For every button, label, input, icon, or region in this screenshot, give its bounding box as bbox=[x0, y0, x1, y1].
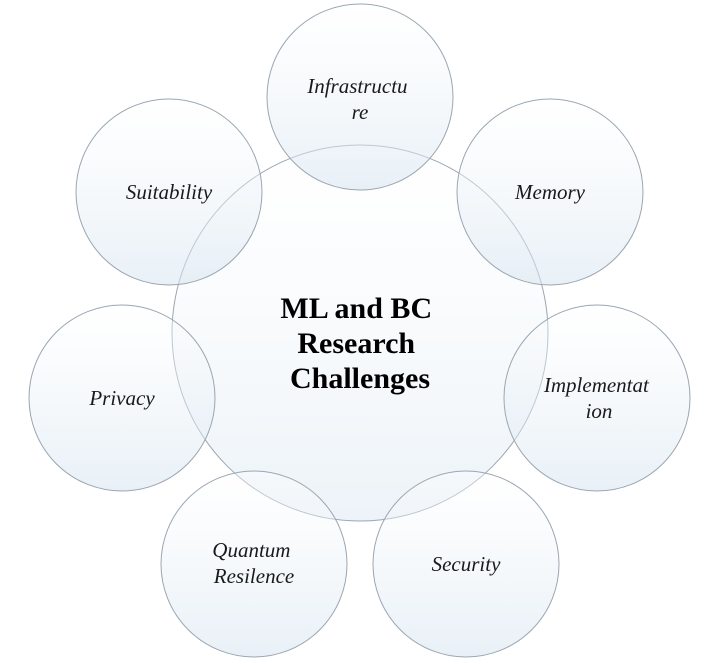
node-circle bbox=[503, 304, 691, 492]
center-line-1: ML and BC bbox=[280, 292, 432, 325]
center-line-3: Challenges bbox=[290, 362, 430, 395]
node-label-privacy: Privacy bbox=[88, 386, 155, 410]
node-infrastructure: Infrastructu re bbox=[266, 3, 454, 191]
node-circle bbox=[456, 98, 644, 286]
node-label-security: Security bbox=[432, 552, 501, 576]
node-circle bbox=[372, 470, 560, 658]
node-security: Security bbox=[372, 470, 560, 658]
center-node: ML and BC Research Challenges bbox=[171, 144, 549, 522]
node-label-quantum-resilence: Quantum Resilence bbox=[212, 538, 295, 588]
node-circle bbox=[75, 98, 263, 286]
center-title: ML and BC Research Challenges bbox=[280, 292, 439, 395]
node-circle bbox=[266, 3, 454, 191]
center-line-2: Research bbox=[297, 327, 415, 360]
node-memory: Memory bbox=[456, 98, 644, 286]
node-quantum-resilence: Quantum Resilence bbox=[160, 470, 348, 658]
node-circle bbox=[28, 304, 216, 492]
node-privacy: Privacy bbox=[28, 304, 216, 492]
node-label-suitability: Suitability bbox=[126, 180, 213, 204]
node-implementation: Implementat ion bbox=[503, 304, 691, 492]
node-label-infrastructure: Infrastructu re bbox=[306, 74, 413, 124]
node-label-implementation: Implementat ion bbox=[543, 373, 654, 423]
node-suitability: Suitability bbox=[75, 98, 263, 286]
node-label-memory: Memory bbox=[514, 180, 586, 204]
node-circle bbox=[160, 470, 348, 658]
